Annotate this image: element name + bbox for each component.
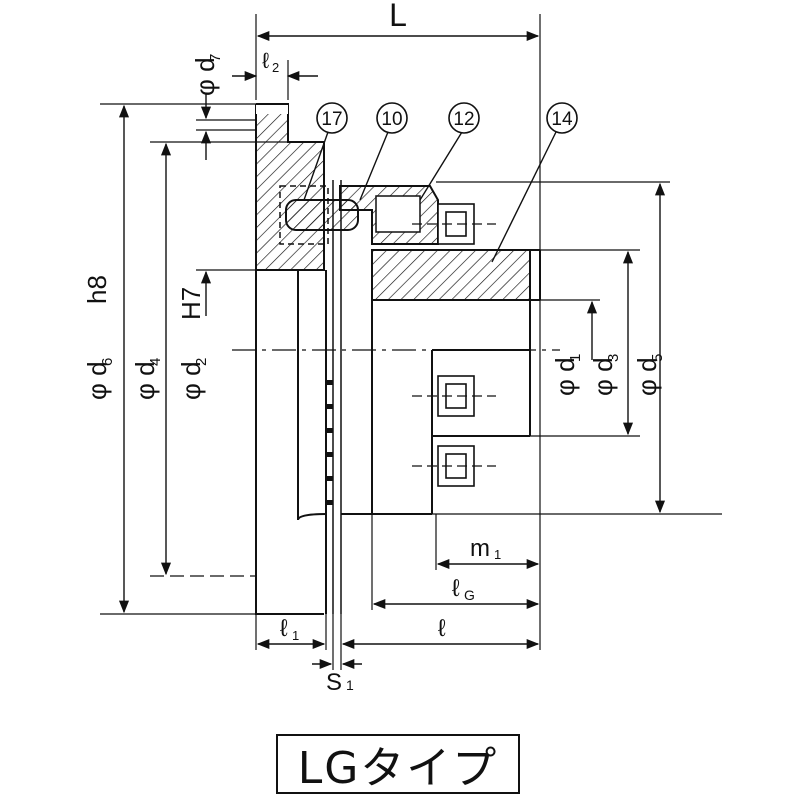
svg-text:ℓ: ℓ: [262, 48, 270, 73]
svg-text:2: 2: [272, 60, 279, 75]
dim-S1: S 1: [326, 669, 354, 696]
svg-text:6: 6: [99, 358, 116, 366]
dim-l1: ℓ 1: [280, 615, 299, 643]
dim-d2: φ d 2 H7: [176, 287, 210, 400]
svg-text:φ d: φ d: [82, 361, 112, 400]
svg-text:ℓ: ℓ: [452, 575, 460, 602]
balloon-12: 12: [448, 102, 480, 134]
dim-d1: φ d 1: [550, 354, 584, 396]
svg-text:10: 10: [381, 109, 402, 130]
dim-d3: φ d 3: [588, 354, 622, 396]
flange-hatch: [255, 111, 325, 271]
balloon-17: 17: [316, 102, 348, 134]
plate-teeth: [327, 380, 333, 505]
svg-text:3: 3: [605, 354, 622, 362]
screws: [437, 203, 475, 487]
dim-l2: ℓ 2: [262, 48, 279, 75]
svg-text:φ d: φ d: [176, 361, 206, 400]
dim-m1: m 1: [470, 535, 501, 562]
hub-hatch: [371, 249, 531, 301]
svg-text:4: 4: [147, 358, 164, 366]
svg-text:7: 7: [207, 54, 224, 62]
balloon-10: 10: [376, 102, 408, 134]
svg-text:14: 14: [551, 109, 573, 130]
detail-box: [279, 185, 329, 245]
type-title: LGタイプ: [276, 734, 520, 794]
svg-text:17: 17: [321, 109, 342, 130]
svg-text:ℓ: ℓ: [280, 615, 288, 642]
svg-text:h8: h8: [82, 275, 112, 304]
svg-text:S: S: [326, 669, 342, 696]
svg-text:1: 1: [494, 547, 501, 562]
svg-text:1: 1: [346, 677, 354, 693]
leader-lines: [303, 131, 557, 263]
svg-text:G: G: [464, 587, 475, 603]
dim-d6: φ d 6 h8: [82, 275, 116, 400]
svg-text:m: m: [470, 535, 490, 562]
dimension-lines: [118, 30, 666, 670]
svg-text:φ d: φ d: [190, 57, 220, 96]
dim-d4: φ d 4: [130, 358, 164, 400]
svg-text:φ d: φ d: [632, 357, 662, 396]
svg-text:2: 2: [193, 358, 210, 366]
balloon-14: 14: [546, 102, 578, 134]
svg-text:φ d: φ d: [130, 361, 160, 400]
dim-d7: φ d 7: [190, 54, 224, 96]
dim-L: L: [389, 0, 407, 33]
svg-text:5: 5: [649, 354, 666, 362]
screw-centerlines: [412, 223, 496, 467]
svg-text:φ d: φ d: [588, 357, 618, 396]
svg-text:12: 12: [453, 109, 474, 130]
svg-text:1: 1: [292, 628, 299, 643]
svg-text:1: 1: [567, 354, 584, 362]
extension-lines: [100, 14, 722, 670]
dim-l: ℓ: [438, 615, 446, 642]
svg-text:H7: H7: [176, 287, 206, 320]
dim-lG: ℓ G: [452, 575, 475, 603]
dim-d5: φ d 5: [632, 354, 666, 396]
svg-text:φ d: φ d: [550, 357, 580, 396]
